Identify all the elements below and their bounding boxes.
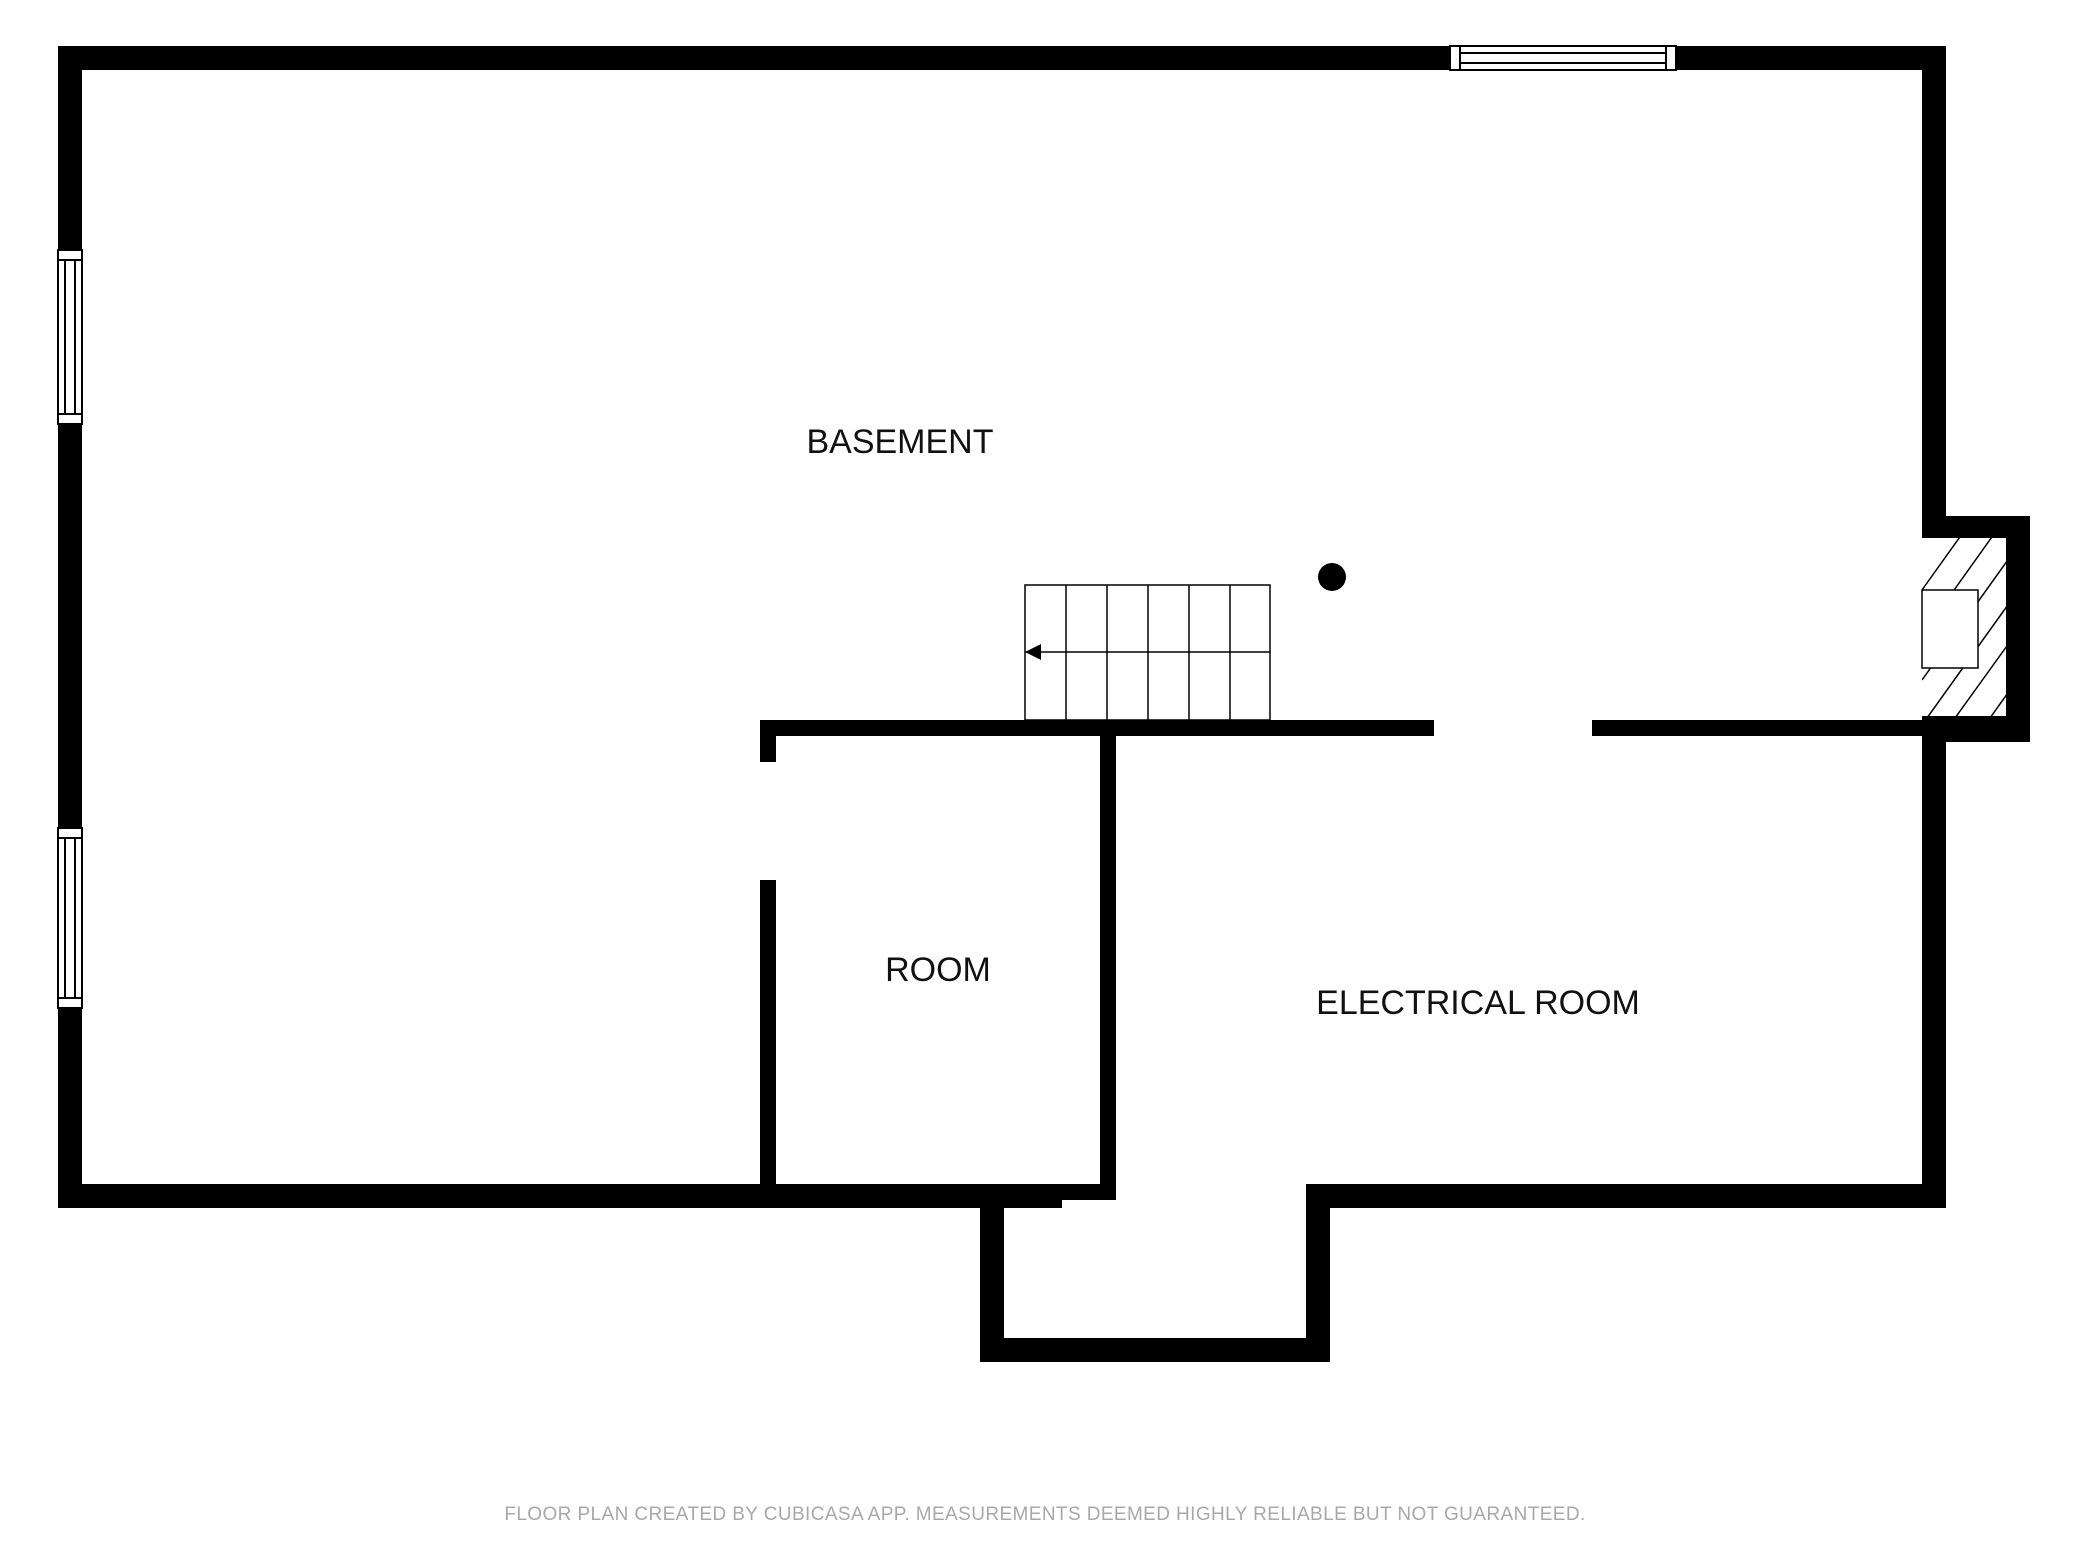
wall-chimney-top — [1922, 516, 2030, 538]
wall-right-lower — [1922, 716, 1946, 1208]
wall-alcove-left — [980, 1184, 1004, 1362]
window-icon — [57, 249, 83, 425]
footer-disclaimer: FLOOR PLAN CREATED BY CUBICASA APP. MEAS… — [504, 1504, 1585, 1525]
wall-room-left-lower — [760, 880, 776, 1196]
window-icon — [1449, 45, 1677, 71]
wall-room-right — [1100, 720, 1116, 1200]
support-column-icon — [1318, 563, 1346, 591]
wall-chimney-right — [2006, 516, 2030, 742]
room-label-basement: BASEMENT — [806, 423, 993, 461]
wall-bottom-right — [1306, 1184, 1946, 1208]
room-label-electrical-room: ELECTRICAL ROOM — [1316, 984, 1640, 1022]
wall-right-upper — [1922, 46, 1946, 538]
fireplace-icon — [1921, 538, 2006, 716]
arrow-left-icon — [1025, 644, 1041, 660]
wall-room-left-upper — [760, 720, 776, 762]
room-label-room: ROOM — [885, 951, 991, 989]
wall-room-bottom — [760, 1184, 1116, 1200]
stairs-icon — [1024, 584, 1271, 721]
wall-interior-horizontal-left — [760, 720, 1434, 736]
wall-left — [58, 46, 82, 1208]
window-icon — [57, 827, 83, 1009]
wall-interior-horizontal-right — [1592, 720, 1932, 736]
interior-walls — [760, 720, 1932, 1200]
wall-alcove-bottom — [980, 1338, 1330, 1362]
wall-alcove-right — [1306, 1184, 1330, 1362]
